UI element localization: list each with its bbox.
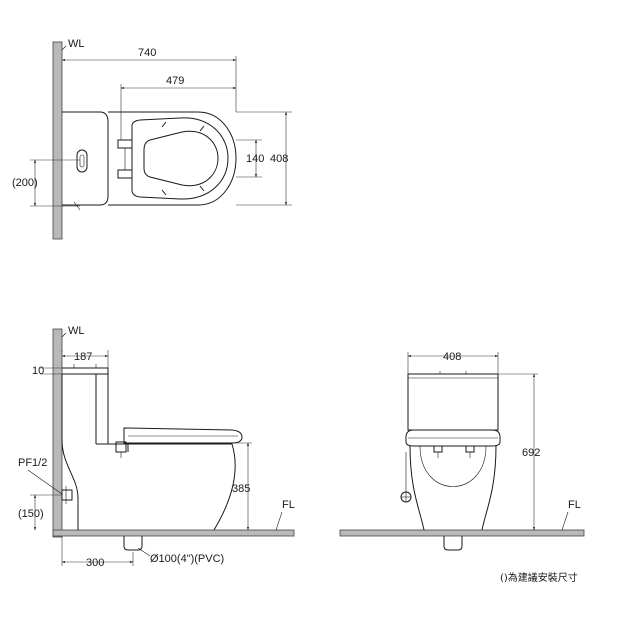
side-body-outline [61,374,79,530]
dim-200: (200) [12,177,38,189]
front-tank [407,373,499,431]
installation-note: ()為建議安裝尺寸 [500,571,578,584]
front-floor [339,529,585,537]
front-view: 408 692 FL [339,351,585,551]
top-tank-outline [62,111,109,206]
pipe-label: PF1/2 [18,457,47,469]
dim-408-top: 408 [270,153,288,165]
dim-692: 692 [522,447,540,459]
side-wall [52,328,63,538]
dim-408-front: 408 [443,351,461,363]
side-seat [123,427,243,444]
front-seat [405,429,501,447]
front-bowl [409,445,497,531]
supply-valve-icon [61,489,73,501]
top-view: WL 740 479 140 [12,38,292,240]
outlet-label: Ø100(4")(PVC) [150,553,224,565]
top-wall-label: WL [68,38,85,50]
dim-140: 140 [246,153,264,165]
side-bowl-front [128,443,236,531]
dim-479: 479 [166,75,184,87]
outlet-pipe-icon [123,536,143,551]
side-wall-label: WL [68,325,85,337]
top-seat-outline [131,117,229,200]
top-wall [52,41,63,240]
front-hinge-left-icon [433,445,443,453]
dim-150: (150) [18,508,44,520]
dim-10: 10 [32,365,44,377]
hinge-right-icon [117,169,133,179]
dim-740: 740 [138,47,156,59]
front-floor-label: FL [568,499,581,511]
flush-button-icon [76,149,88,173]
front-hinge-right-icon [465,445,475,453]
side-view: WL 187 10 PF1/2 [18,325,295,569]
side-floor [52,529,295,537]
top-bowl-outline [108,111,237,206]
dim-187: 187 [74,351,92,363]
front-outlet-icon [443,536,463,551]
hinge-left-icon [117,139,133,149]
side-tank-lid [62,367,109,375]
dim-300: 300 [86,557,104,569]
dim-385: 385 [232,483,250,495]
top-seat-opening [143,130,219,187]
side-floor-label: FL [282,499,295,511]
